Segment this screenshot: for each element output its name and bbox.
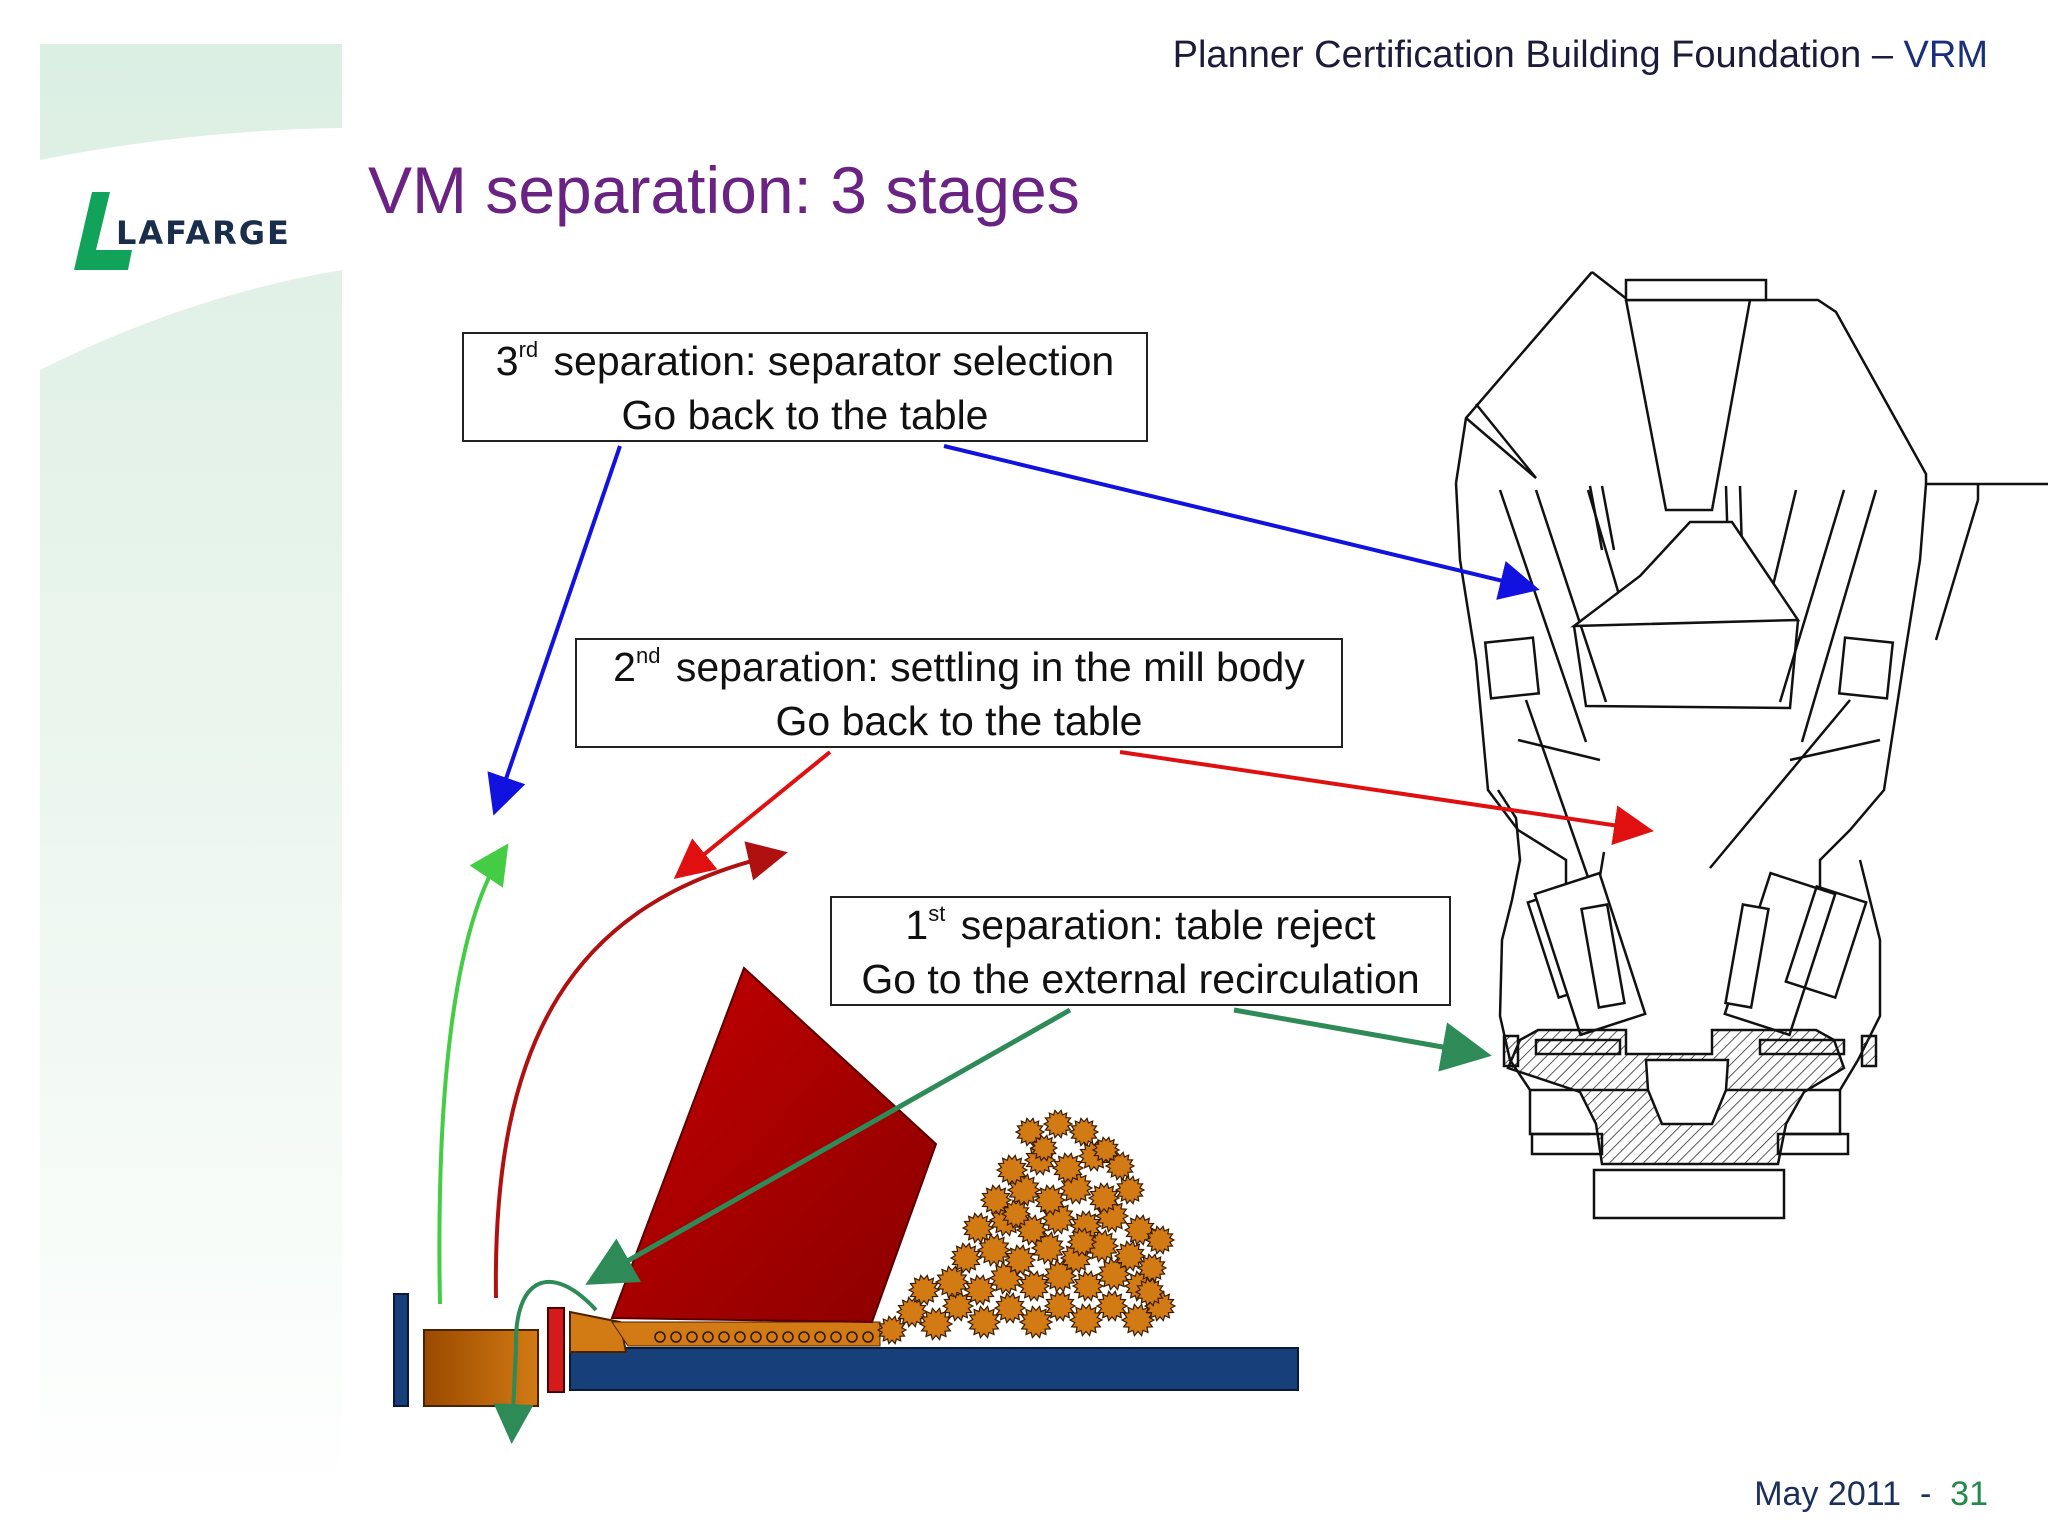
material-particle — [1042, 1109, 1074, 1139]
grinding-roller — [610, 966, 938, 1324]
material-pellet — [830, 1331, 842, 1343]
callout-stage-2-number: 2 — [613, 644, 636, 690]
callout-stage-3-text: separation: separator selection — [553, 338, 1115, 384]
material-pellet — [734, 1331, 746, 1343]
reject-flow-arrow — [493, 1280, 598, 1444]
material-particle — [1017, 1270, 1051, 1302]
callout-stage-1-suffix: st — [928, 901, 946, 926]
material-particles — [654, 1109, 1177, 1345]
material-particle — [966, 1305, 1002, 1339]
material-particle — [1095, 1290, 1129, 1322]
slide-title: VM separation: 3 stages — [368, 153, 1080, 227]
stage3-arrow-to-table — [487, 445, 622, 816]
material-pellet — [670, 1331, 682, 1343]
material-particle — [941, 1290, 975, 1322]
callout-stage-3-number: 3 — [495, 338, 519, 384]
footer-separator: - — [1919, 1475, 1932, 1513]
material-pellet — [654, 1331, 666, 1343]
material-particle — [907, 1274, 941, 1306]
material-particle — [993, 1292, 1027, 1324]
material-pellet — [702, 1331, 714, 1343]
material-particle — [1043, 1290, 1077, 1322]
material-particle — [1066, 1227, 1098, 1257]
material-particle — [1033, 1184, 1067, 1216]
mill-cross-section — [1454, 271, 2048, 1220]
material-particle — [1068, 1117, 1100, 1147]
lafarge-logo-icon — [74, 192, 132, 270]
callout-stage-3-line2: Go back to the table — [621, 392, 989, 438]
material-particle — [1136, 1253, 1168, 1283]
footer: May 2011 - 31 — [1754, 1475, 1988, 1514]
callout-stage-2: 2nd separation: settling in the mill bod… — [575, 638, 1343, 748]
material-particle — [1071, 1270, 1105, 1302]
material-particle — [976, 1233, 1012, 1267]
callout-stage-3-line1: 3rd separation: separator selection — [464, 334, 1146, 388]
material-particle — [1068, 1303, 1104, 1337]
stage1-arrow-to-mill — [1233, 1007, 1492, 1072]
material-particle — [995, 1154, 1029, 1186]
material-particle — [1029, 1134, 1059, 1162]
header-title: Planner Certification Building Foundatio… — [1173, 34, 1988, 77]
callout-stage-1-line1: 1st separation: table reject — [832, 898, 1449, 952]
material-particle — [918, 1307, 954, 1341]
callout-stage-2-line1: 2nd separation: settling in the mill bod… — [577, 640, 1341, 694]
material-particle — [963, 1274, 997, 1306]
material-particle — [1134, 1277, 1166, 1307]
callout-stage-2-text: separation: settling in the mill body — [675, 644, 1305, 690]
callout-stage-1: 1st separation: table reject Go to the e… — [830, 896, 1451, 1006]
callout-stage-3: 3rd separation: separator selection Go b… — [462, 332, 1148, 442]
logo-text: LAFARGE — [116, 214, 291, 252]
material-pellet — [782, 1331, 794, 1343]
material-particle — [876, 1315, 908, 1345]
material-pellet — [814, 1331, 826, 1343]
stage1-arrow-to-table — [585, 1007, 1072, 1285]
callout-stage-2-suffix: nd — [635, 643, 661, 668]
material-particle — [1018, 1305, 1054, 1339]
stage2-arrow-to-table — [673, 750, 832, 880]
material-particle — [1114, 1175, 1146, 1205]
material-pellet — [846, 1331, 858, 1343]
material-particle — [895, 1296, 929, 1328]
header-title-accent: VRM — [1903, 34, 1988, 76]
material-pellet — [798, 1331, 810, 1343]
callout-stage-3-suffix: rd — [518, 337, 539, 362]
fines-flow-arrow — [437, 843, 509, 1305]
footer-date: May 2011 — [1754, 1475, 1902, 1513]
material-pellet — [686, 1331, 698, 1343]
material-particle — [1003, 1244, 1037, 1276]
material-particle — [1091, 1136, 1121, 1164]
footer-page-number: 31 — [1950, 1475, 1988, 1513]
callout-stage-2-line2: Go back to the table — [775, 698, 1143, 744]
material-pellet — [862, 1331, 874, 1343]
material-particle — [1051, 1152, 1085, 1184]
header-title-main: Planner Certification Building Foundatio… — [1172, 34, 1893, 76]
callout-stage-1-number: 1 — [905, 902, 929, 948]
material-particle — [1144, 1225, 1176, 1255]
stage3-arrow-to-separator — [943, 444, 1540, 600]
material-particle — [1058, 1171, 1094, 1205]
callout-stage-1-line2: Go to the external recirculation — [861, 956, 1420, 1002]
material-pellet — [766, 1331, 778, 1343]
material-particle — [1087, 1182, 1121, 1214]
material-particle — [949, 1242, 983, 1274]
material-particle — [1000, 1199, 1032, 1229]
stage2-arrow-to-body — [1119, 750, 1654, 846]
material-pellet — [750, 1331, 762, 1343]
callout-stage-1-text: separation: table reject — [960, 902, 1376, 948]
material-particle — [961, 1212, 995, 1244]
coarse-flow-arrow — [493, 841, 788, 1299]
grinding-table — [393, 1293, 1299, 1407]
material-particle — [934, 1265, 970, 1299]
material-pellet — [718, 1331, 730, 1343]
material-particle — [1113, 1240, 1147, 1272]
